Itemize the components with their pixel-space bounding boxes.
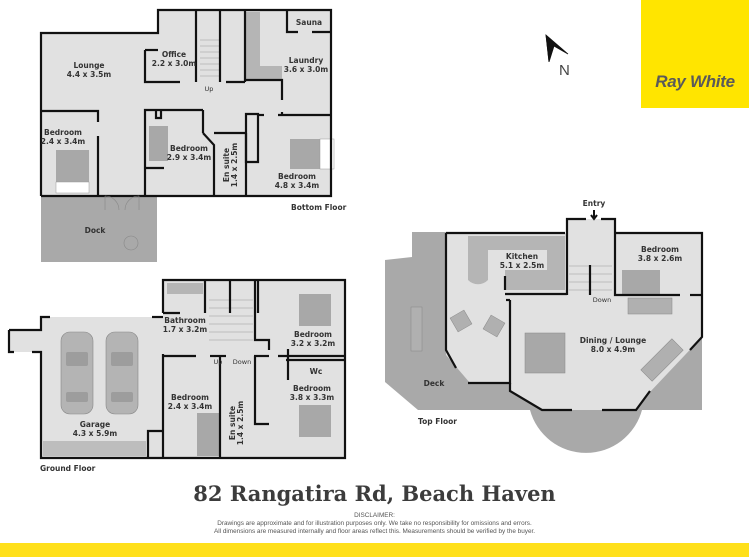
disclaimer-line-2: All dimensions are measured internally a… [213, 528, 536, 535]
room-label-office: Office [162, 50, 186, 59]
room-size: 3.2 x 3.2m [291, 339, 336, 348]
room-label-garage: Garage [80, 420, 110, 429]
ground-floor-fill [9, 280, 345, 458]
bed-icon [622, 270, 660, 294]
dining-table-icon [524, 332, 566, 374]
room-label-laundry: Laundry [289, 56, 324, 65]
brand-name: Ray White [655, 72, 735, 91]
room-size: 3.6 x 3.0m [284, 65, 329, 74]
floor-label-bottom: Bottom Floor [291, 203, 347, 212]
room-size: 3.8 x 3.3m [290, 393, 335, 402]
armchair-icon [482, 314, 506, 338]
top-floor-plan: Kitchen 5.1 x 2.5m Bedroom 3.8 x 2.6m Di… [385, 199, 704, 453]
room-label-deck: Deck [424, 379, 446, 388]
room-label-bedroom: Bedroom [293, 384, 331, 393]
room-label-bathroom: Bathroom [164, 316, 206, 325]
stairs-up-label: Up [205, 85, 214, 93]
stairs-down-label: Down [593, 296, 611, 304]
room-label-lounge: Lounge [73, 61, 104, 70]
bed-icon [299, 294, 331, 326]
property-address: 82 Rangatira Rd, Beach Haven [193, 481, 556, 506]
room-label-bedroom: Bedroom [278, 172, 316, 181]
ground-floor-plan: Garage 4.3 x 5.9m Bathroom 1.7 x 3.2m Be… [7, 278, 347, 473]
room-size: 4.8 x 3.4m [275, 181, 320, 190]
room-size: 2.2 x 3.0m [152, 59, 197, 68]
entry-arrow-icon [590, 210, 598, 221]
armchair-icon [449, 309, 473, 333]
room-size: 2.4 x 3.4m [168, 402, 213, 411]
room-label-dining-lounge: Dining / Lounge [580, 336, 646, 345]
room-label-en-suite: En suite [228, 406, 237, 440]
room-label-bedroom: Bedroom [294, 330, 332, 339]
room-label-dock: Dock [85, 226, 107, 235]
room-size: 4.3 x 5.9m [73, 429, 118, 438]
stairs-up-label: Up [214, 358, 223, 366]
entry-label: Entry [583, 199, 606, 208]
room-label-kitchen: Kitchen [506, 252, 538, 261]
disclaimer-heading: DISCLAIMER: [354, 512, 395, 519]
room-size: 2.9 x 3.4m [167, 153, 212, 162]
room-size: 8.0 x 4.9m [591, 345, 636, 354]
room-size: 1.4 x 2.5m [230, 143, 239, 188]
bed-icon [299, 405, 331, 437]
disclaimer: DISCLAIMER: Drawings are approximate and… [0, 512, 749, 536]
floor-label-top: Top Floor [418, 417, 457, 426]
stairs-down-label: Down [233, 358, 251, 366]
north-arrow-icon [545, 34, 569, 63]
room-label-bedroom: Bedroom [170, 144, 208, 153]
room-label-bedroom: Bedroom [44, 128, 82, 137]
bottom-floor-plan: Lounge 4.4 x 3.5m Office 2.2 x 3.0m Saun… [39, 8, 347, 262]
room-label-bedroom: Bedroom [641, 245, 679, 254]
room-label-wc: Wc [310, 367, 323, 376]
room-size: 3.8 x 2.6m [638, 254, 683, 263]
room-size: 1.4 x 2.5m [236, 401, 245, 446]
sofa-icon [627, 297, 673, 315]
sofa-icon [640, 338, 684, 382]
room-label-sauna: Sauna [296, 18, 322, 27]
room-size: 4.4 x 3.5m [67, 70, 112, 79]
compass: N [540, 32, 580, 82]
dock-area [41, 196, 157, 262]
brand-logo: Ray White [641, 0, 749, 108]
room-size: 5.1 x 2.5m [500, 261, 545, 270]
room-label-en-suite: En suite [222, 148, 231, 182]
bed-icon [197, 413, 219, 456]
footer-bar [0, 543, 749, 557]
room-label-bedroom: Bedroom [171, 393, 209, 402]
room-size: 2.4 x 3.4m [41, 137, 86, 146]
bed-icon [149, 126, 168, 161]
floor-label-ground: Ground Floor [40, 464, 96, 473]
room-size: 1.7 x 3.2m [163, 325, 208, 334]
outdoor-table-icon [410, 306, 423, 352]
bed-icon [290, 139, 320, 169]
disclaimer-line-1: Drawings are approximate and for illustr… [217, 520, 532, 527]
north-letter: N [559, 62, 570, 79]
